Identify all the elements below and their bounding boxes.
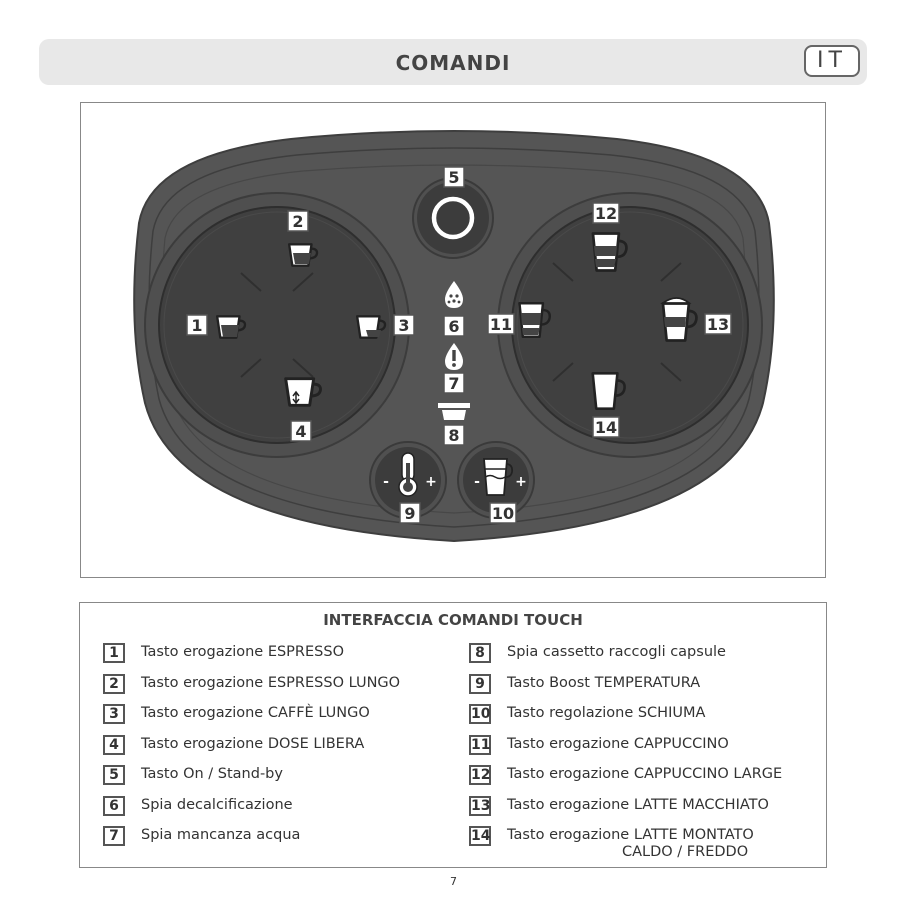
- page-title: COMANDI: [395, 51, 511, 75]
- callout-2: 2: [292, 212, 303, 231]
- callout-4: 4: [295, 422, 306, 441]
- legend-number: 1: [103, 643, 125, 663]
- language-badge: IT: [804, 45, 860, 77]
- callout-1: 1: [191, 316, 202, 335]
- froth-plus: +: [515, 474, 527, 490]
- legend-text: Tasto erogazione CAFFÈ LUNGO: [141, 705, 370, 721]
- legend-number: 5: [103, 765, 125, 785]
- control-panel-figure: - + - +: [80, 102, 826, 578]
- legend-number: 3: [103, 704, 125, 724]
- froth-minus: -: [474, 474, 480, 490]
- power-icon: [431, 196, 475, 240]
- legend-number: 9: [469, 674, 491, 694]
- dose-libera-cup-icon: [283, 376, 323, 408]
- froth-glass-icon: [483, 458, 514, 496]
- legend-text: Tasto erogazione ESPRESSO LUNGO: [141, 675, 401, 691]
- legend-number: 10: [469, 704, 491, 724]
- callout-11: 11: [490, 315, 512, 334]
- legend-text: Tasto On / Stand-by: [141, 766, 283, 782]
- legend-number: 4: [103, 735, 125, 755]
- legend-title: INTERFACCIA COMANDI TOUCH: [323, 611, 583, 629]
- callout-8: 8: [448, 426, 459, 445]
- temperature-minus: -: [383, 474, 389, 490]
- legend-box: INTERFACCIA COMANDI TOUCH 1 Tasto erogaz…: [79, 602, 827, 868]
- legend-number: 12: [469, 765, 491, 785]
- capsule-drawer-icon: [438, 403, 470, 420]
- descaling-icon: [445, 281, 463, 308]
- legend-number: 2: [103, 674, 125, 694]
- legend-text-continued: CALDO / FREDDO: [622, 844, 749, 860]
- callout-12: 12: [595, 204, 617, 223]
- legend-number: 7: [103, 826, 125, 846]
- legend-text: Tasto erogazione ESPRESSO: [141, 644, 344, 660]
- legend-text: Tasto erogazione CAPPUCCINO: [507, 736, 729, 752]
- callout-3: 3: [398, 316, 409, 335]
- callout-14: 14: [595, 418, 617, 437]
- legend-number: 13: [469, 796, 491, 816]
- legend-number: 11: [469, 735, 491, 755]
- legend-number: 6: [103, 796, 125, 816]
- legend-text: Spia mancanza acqua: [141, 827, 301, 843]
- control-panel-illustration: - + - +: [133, 130, 775, 543]
- legend-text: Tasto regolazione SCHIUMA: [507, 705, 706, 721]
- temperature-plus: +: [425, 474, 437, 490]
- page-header: COMANDI IT: [39, 39, 867, 85]
- legend-text: Tasto erogazione LATTE MONTATO: [507, 827, 754, 843]
- water-missing-icon: [445, 343, 463, 370]
- power-button: [417, 182, 489, 254]
- legend-text: Tasto erogazione CAPPUCCINO LARGE: [507, 766, 783, 782]
- callout-10: 10: [492, 504, 514, 523]
- callout-13: 13: [707, 315, 729, 334]
- legend-text: Spia decalcificazione: [141, 797, 293, 813]
- callout-7: 7: [448, 374, 459, 393]
- latte-macchiato-glass-icon: [660, 297, 698, 342]
- legend-text: Tasto erogazione LATTE MACCHIATO: [507, 797, 769, 813]
- legend-text: Tasto erogazione DOSE LIBERA: [141, 736, 365, 752]
- callout-6: 6: [448, 317, 459, 336]
- thermometer-icon: [398, 452, 418, 497]
- legend-text: Tasto Boost TEMPERATURA: [507, 675, 701, 691]
- cappuccino-glass-icon: [518, 301, 551, 339]
- callout-5: 5: [448, 168, 459, 187]
- callout-9: 9: [404, 504, 415, 523]
- legend-number: 14: [469, 826, 491, 846]
- cappuccino-large-glass-icon: [591, 232, 628, 272]
- legend-text: Spia cassetto raccogli capsule: [507, 644, 726, 660]
- page-number: 7: [450, 875, 457, 888]
- legend-number: 8: [469, 643, 491, 663]
